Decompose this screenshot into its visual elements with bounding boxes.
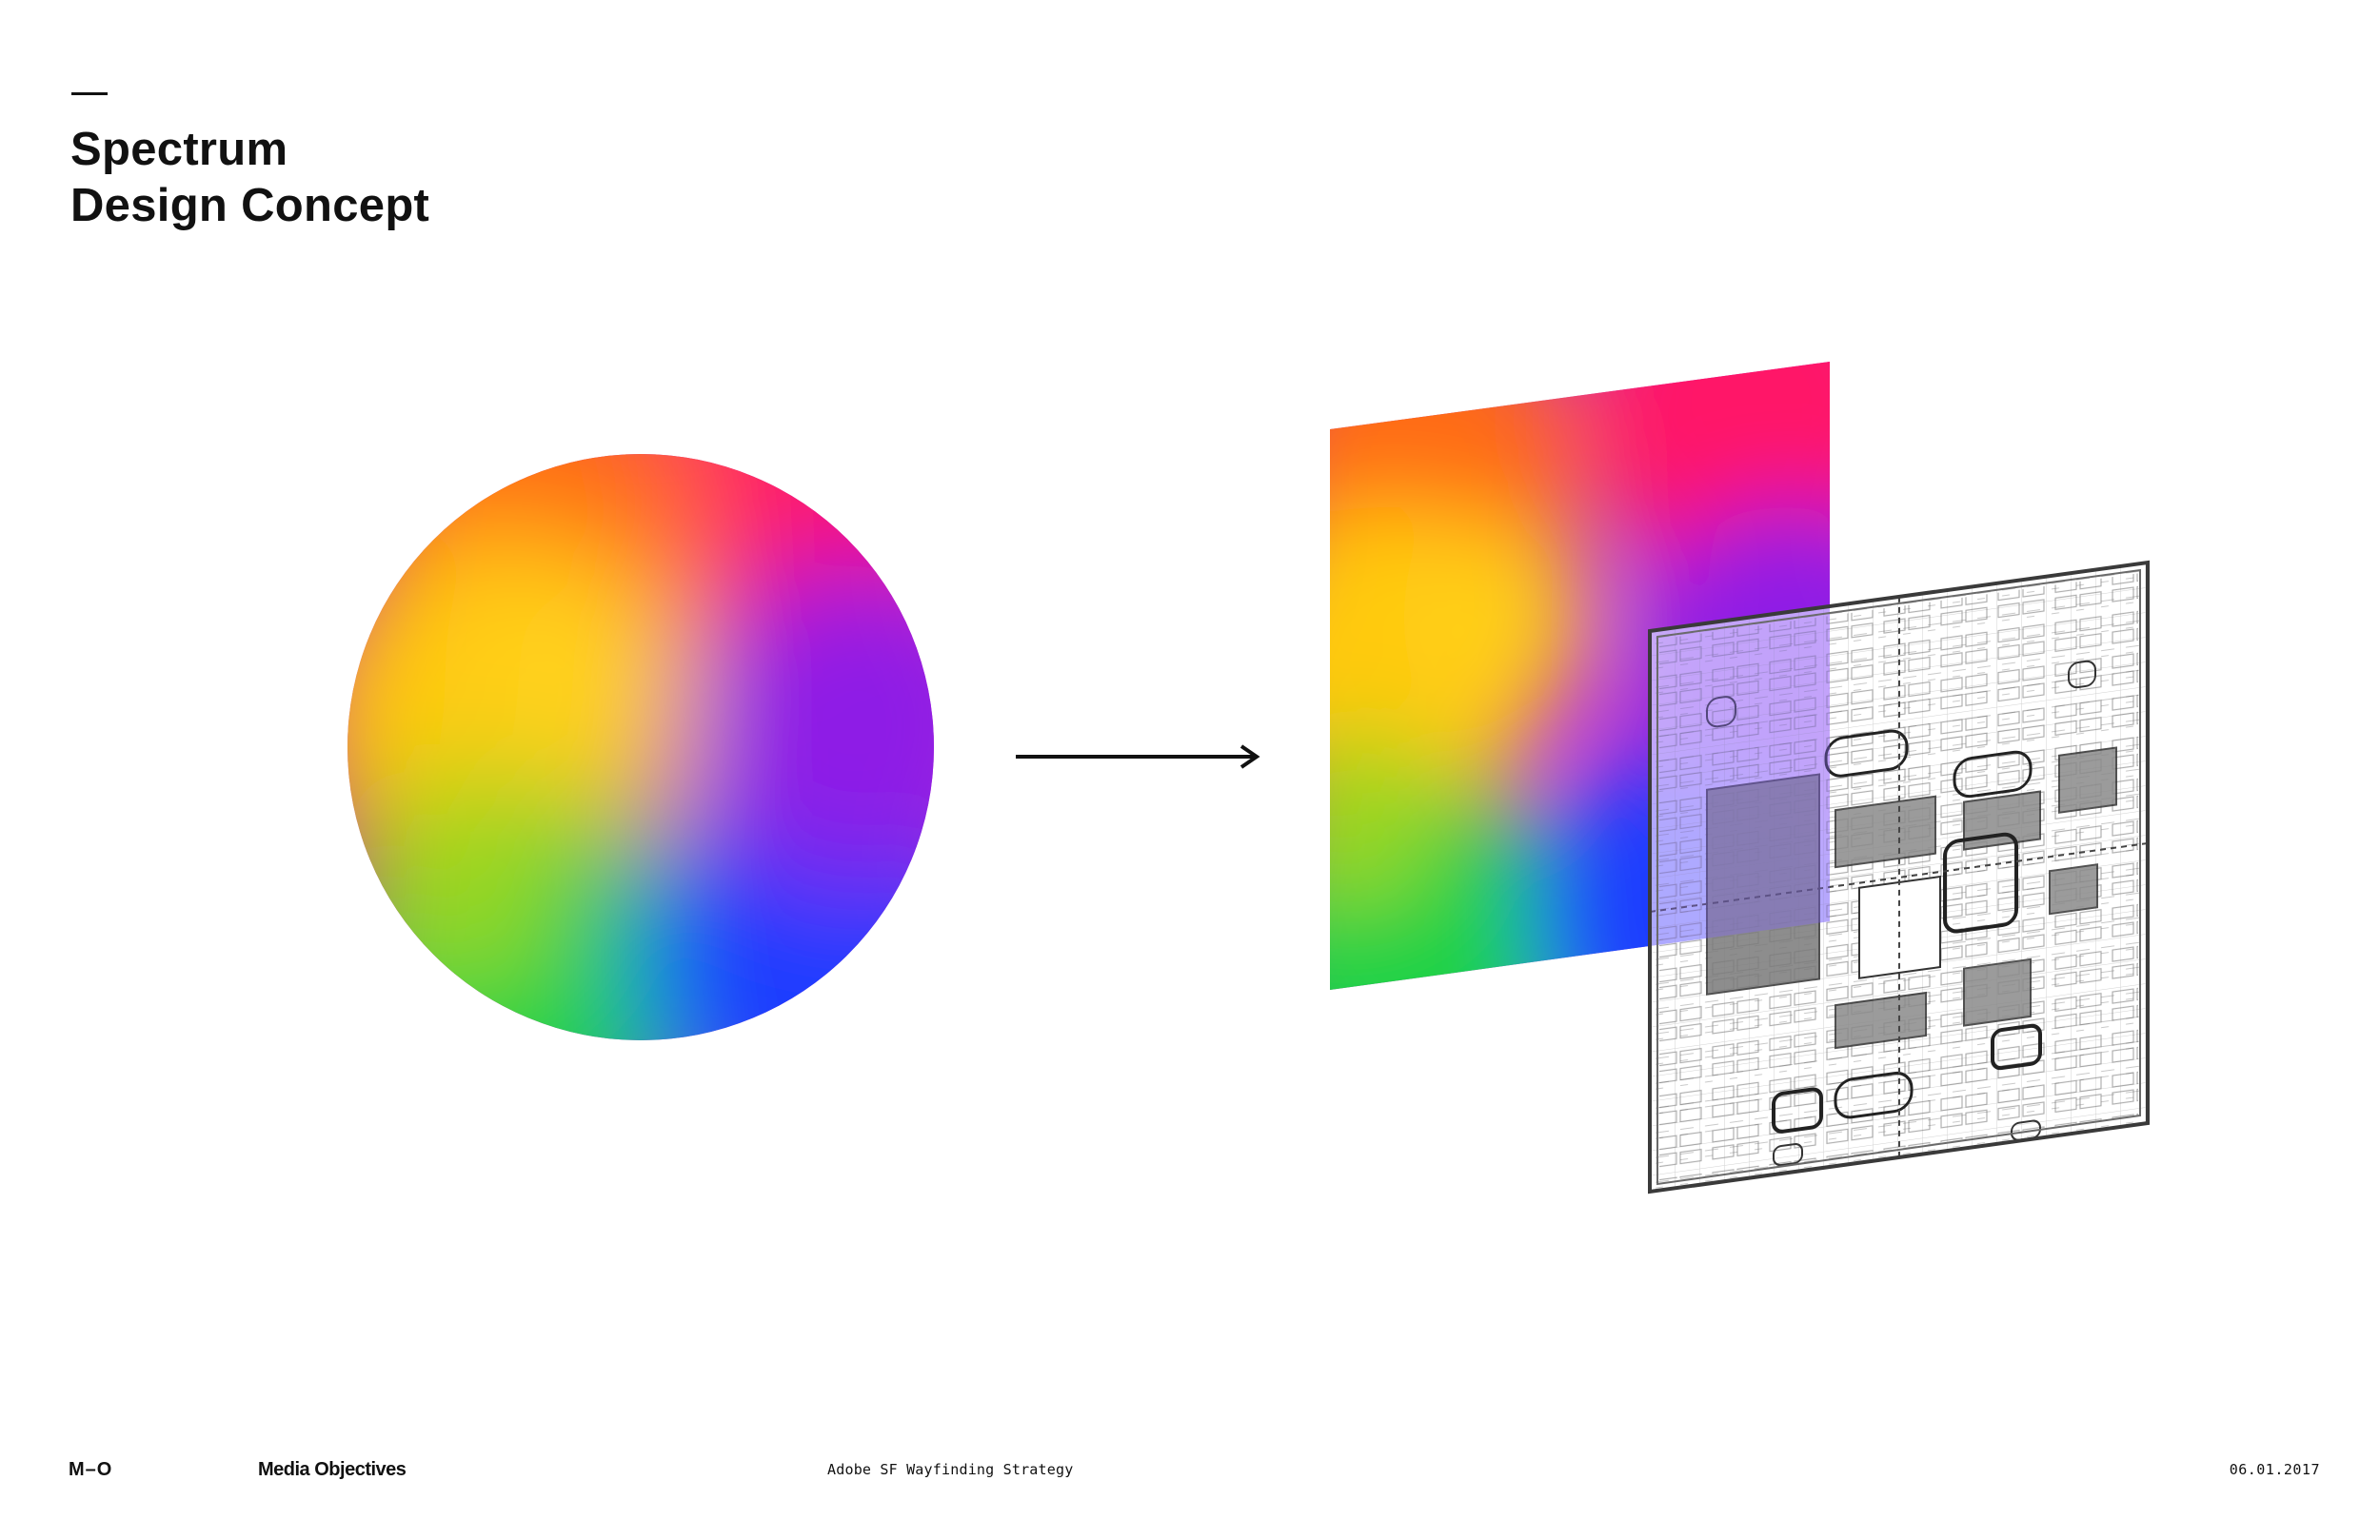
page-title: Spectrum Design Concept (70, 122, 429, 234)
footer-date: 06.01.2017 (2229, 1461, 2320, 1478)
spectrum-circle (347, 454, 934, 1040)
title-rule (71, 92, 108, 95)
footer-company-name: Media Objectives (258, 1459, 407, 1480)
floor-plan-panel (1648, 560, 2150, 1194)
footer-logo: M–O (69, 1459, 113, 1480)
title-line-2: Design Concept (70, 180, 430, 231)
arrow-right-icon (1016, 744, 1260, 769)
footer-project-name: Adobe SF Wayfinding Strategy (827, 1461, 1074, 1478)
title-line-1: Spectrum (70, 124, 288, 175)
spectrum-panel (1330, 362, 1830, 990)
